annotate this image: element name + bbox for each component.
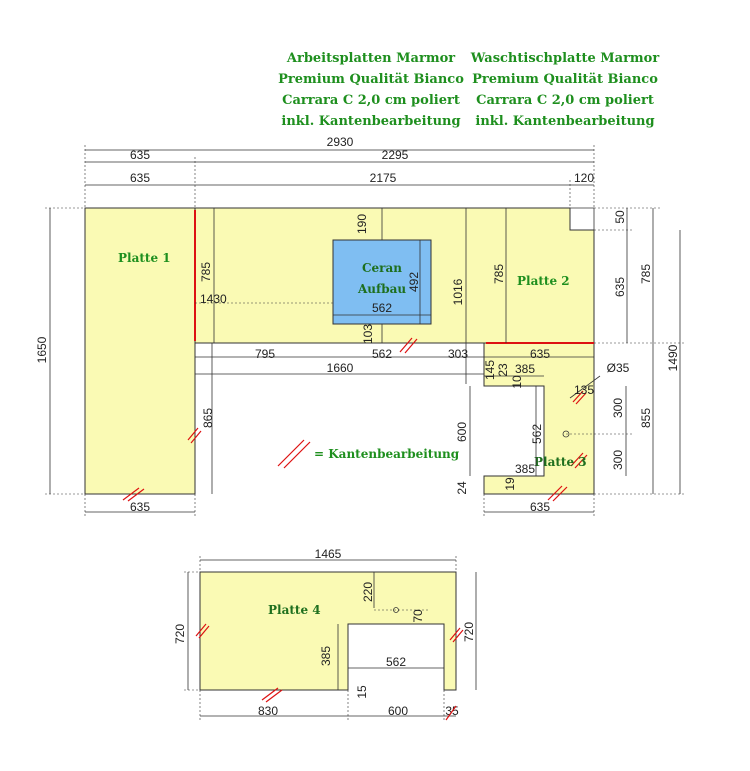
dim-15: 15 xyxy=(355,685,369,699)
dim-2930: 2930 xyxy=(327,135,354,149)
platte-2-label: Platte 2 xyxy=(517,274,570,288)
dim-795: 795 xyxy=(255,347,275,361)
edge-marks-worktop xyxy=(122,337,588,502)
dim-300-a: 300 xyxy=(611,398,625,418)
dim-600: 600 xyxy=(455,422,469,442)
ceran-label-line2: Aufbau xyxy=(357,282,406,296)
platte-4-shape xyxy=(199,571,457,691)
dim-50: 50 xyxy=(613,210,627,224)
corner-notch xyxy=(570,207,595,230)
dim-135: 135 xyxy=(574,383,594,397)
title-right-line1: Waschtischplatte Marmor xyxy=(470,51,660,66)
dim-303: 303 xyxy=(448,347,468,361)
dim-720-right: 720 xyxy=(462,622,476,642)
ceran-label-line1: Ceran xyxy=(362,261,402,275)
platte-3-dimensions: 600 562 145 23 10 385 385 24 19 635 635 xyxy=(84,360,595,516)
dim-635-a: 635 xyxy=(130,148,150,162)
title-left-line2: Premium Qualität Bianco xyxy=(278,72,464,87)
dim-865: 865 xyxy=(201,408,215,428)
platte-4-layout: 1465 720 720 220 70 385 562 15 830 600 3… xyxy=(173,547,477,721)
legend-label: = Kantenbearbeitung xyxy=(314,447,460,461)
dim-190: 190 xyxy=(355,214,369,234)
dim-385-bot: 385 xyxy=(515,462,535,476)
dim-562-mid: 562 xyxy=(372,347,392,361)
dim-562-ceran: 562 xyxy=(372,301,392,315)
title-right-line2: Premium Qualität Bianco xyxy=(472,72,658,87)
dim-562-p3: 562 xyxy=(530,424,544,444)
right-dimensions: 50 635 785 855 1490 Ø35 300 300 135 xyxy=(566,207,686,495)
platte-3-label: Platte 3 xyxy=(534,455,587,469)
title-arbeitsplatten: Arbeitsplatten Marmor Premium Qualität B… xyxy=(266,48,476,132)
dim-785-mid: 785 xyxy=(492,264,506,284)
dim-1430: 1430 xyxy=(200,292,227,306)
edge-marks-platte4 xyxy=(195,623,464,721)
dim-855: 855 xyxy=(639,408,653,428)
dim-diameter-35: Ø35 xyxy=(607,361,630,375)
dim-635-bottom-left: 635 xyxy=(130,500,150,514)
dim-10: 10 xyxy=(510,375,524,389)
dim-2295: 2295 xyxy=(382,148,409,162)
dim-830: 830 xyxy=(258,704,278,718)
dim-635-right: 635 xyxy=(613,277,627,297)
dim-70: 70 xyxy=(411,609,425,623)
legend-edge-mark xyxy=(277,439,305,467)
dim-145: 145 xyxy=(483,360,497,380)
drain-hole xyxy=(562,430,570,438)
dim-1650: 1650 xyxy=(35,336,49,363)
dim-1490: 1490 xyxy=(666,344,680,371)
dim-600-p4: 600 xyxy=(388,704,408,718)
dim-1660: 1660 xyxy=(327,361,354,375)
dim-492: 492 xyxy=(407,272,421,292)
dim-635-p2: 635 xyxy=(530,347,550,361)
dim-1465: 1465 xyxy=(315,547,342,561)
dim-2175: 2175 xyxy=(370,171,397,185)
platte-1-shape xyxy=(84,207,196,495)
dim-635-b: 635 xyxy=(130,171,150,185)
dim-24: 24 xyxy=(455,481,469,495)
dim-635-bottom-right: 635 xyxy=(530,500,550,514)
platte-4-label: Platte 4 xyxy=(268,603,321,617)
dim-300-b: 300 xyxy=(611,450,625,470)
legend-kantenbearbeitung: = Kantenbearbeitung xyxy=(277,439,460,469)
dim-103: 103 xyxy=(361,324,375,344)
dim-562-p4: 562 xyxy=(386,655,406,669)
title-left-line3: Carrara C 2,0 cm poliert xyxy=(282,93,460,108)
dim-23: 23 xyxy=(496,363,510,377)
platte-1-label: Platte 1 xyxy=(118,251,171,265)
worktop-layout: Platte 1 Platte 2 Platte 3 Ceran Aufbau xyxy=(84,207,595,502)
dim-785-left: 785 xyxy=(199,262,213,282)
dim-785-right: 785 xyxy=(639,264,653,284)
top-dimensions: 2930 635 2295 635 2175 120 xyxy=(84,135,594,208)
dim-1016: 1016 xyxy=(451,278,465,305)
title-waschtischplatte: Waschtischplatte Marmor Premium Qualität… xyxy=(460,48,670,132)
dim-220: 220 xyxy=(361,582,375,602)
title-left-line1: Arbeitsplatten Marmor xyxy=(286,51,456,66)
title-left-line4: inkl. Kantenbearbeitung xyxy=(281,114,461,129)
dim-385-p4: 385 xyxy=(319,646,333,666)
dim-19: 19 xyxy=(503,477,517,491)
title-right-line3: Carrara C 2,0 cm poliert xyxy=(476,93,654,108)
dim-720-left: 720 xyxy=(173,624,187,644)
dim-120: 120 xyxy=(574,171,594,185)
dim-385-top: 385 xyxy=(515,362,535,376)
interior-dimensions: 1430 190 492 562 103 785 785 1016 1650 8… xyxy=(35,207,594,495)
title-right-line4: inkl. Kantenbearbeitung xyxy=(475,114,655,129)
